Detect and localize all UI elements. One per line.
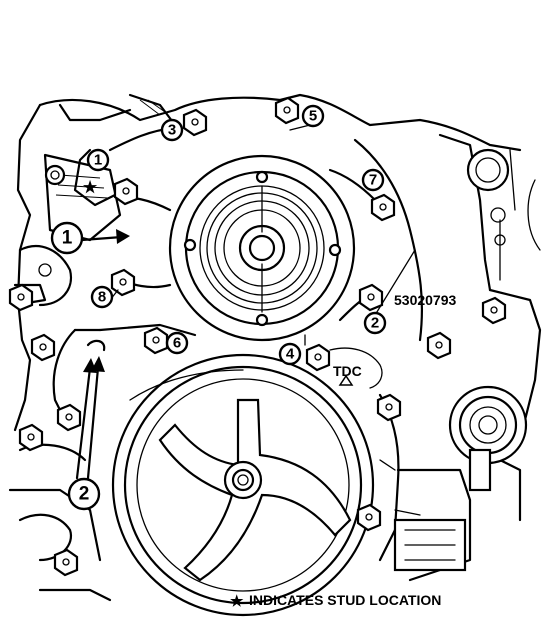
stud-marker-star: ★ — [83, 180, 98, 197]
bolt-head — [426, 331, 452, 360]
legend-text: INDICATES STUD LOCATION — [249, 592, 441, 608]
bolt-head — [305, 343, 331, 372]
legend-star-icon: ★ — [230, 593, 244, 610]
callout-item-1-number: 1 — [62, 228, 73, 249]
bolt-head — [30, 333, 56, 362]
bolts — [8, 96, 507, 577]
callout-bolt-4-number: 4 — [286, 346, 295, 363]
callout-bolt-4: 4 — [278, 342, 302, 366]
crankshaft-damper — [111, 353, 375, 617]
bolt-head — [18, 423, 44, 452]
callout-bolt-5-number: 5 — [309, 108, 317, 125]
bolt-head — [8, 283, 34, 312]
water-pump-pulley — [168, 154, 356, 342]
callout-bolt-3: 3 — [160, 118, 184, 142]
callout-bolt-8: 8 — [90, 285, 114, 309]
bolt-head — [370, 193, 396, 222]
callout-bolt-6-number: 6 — [173, 335, 181, 352]
tdc-label: TDC — [333, 363, 362, 379]
bolt-head — [356, 503, 382, 532]
legend: ★ INDICATES STUD LOCATION — [230, 592, 441, 610]
callout-bolt-3-number: 3 — [168, 122, 176, 139]
tdc-mark: TDC — [329, 347, 383, 389]
part-number-label: 53020793 — [394, 292, 457, 308]
callout-bolt-8-number: 8 — [98, 289, 106, 306]
bolt-head — [274, 96, 300, 125]
callout-bolt-1: 1 — [86, 148, 110, 172]
right-upper-features — [466, 148, 541, 251]
callout-bolt-2: 2 — [363, 311, 387, 335]
callout-bolt-7: 7 — [361, 168, 385, 192]
callout-item-2-number: 2 — [79, 484, 90, 505]
callout-item-2: 2 — [67, 477, 101, 511]
bolt-head — [182, 108, 208, 137]
callout-bolt-2-number: 2 — [371, 315, 379, 332]
callout-bolt-5: 5 — [301, 104, 325, 128]
bolt-head — [481, 296, 507, 325]
callout-bolt-6: 6 — [165, 331, 189, 355]
leader-lines — [75, 124, 416, 480]
bolt-head — [113, 177, 139, 206]
retaining-clip — [86, 339, 106, 352]
bolt-head — [143, 326, 169, 355]
bolt-head — [110, 268, 136, 297]
lower-right-bracket — [393, 448, 492, 572]
upper-bracket — [58, 93, 177, 127]
bolt-head — [56, 403, 82, 432]
bolt-head — [358, 283, 384, 312]
bolt-head — [53, 548, 79, 577]
callout-bolt-1-number: 1 — [94, 152, 102, 169]
callout-item-1: 1 — [50, 221, 84, 255]
bolt-head — [376, 393, 402, 422]
idler-pulley — [448, 385, 528, 465]
callout-bolt-7-number: 7 — [369, 172, 377, 189]
